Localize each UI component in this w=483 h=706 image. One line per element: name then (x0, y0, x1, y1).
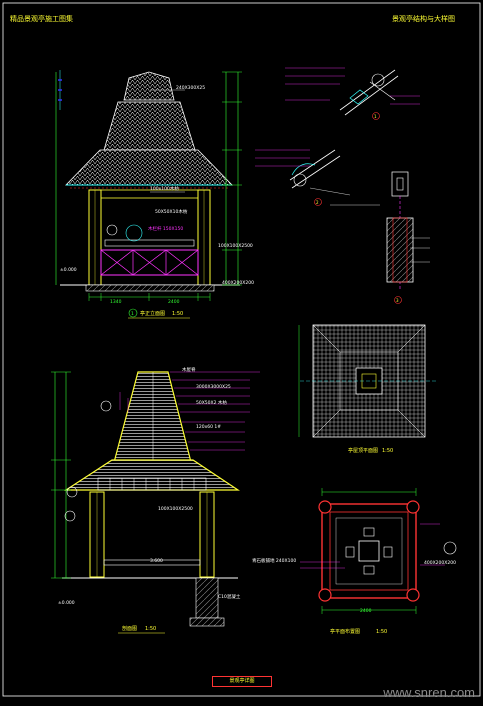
label-bench: 100X100X2500 (218, 243, 253, 249)
elevation-number: 1 (131, 311, 134, 317)
elevation-title: 亭正立面图 (140, 310, 165, 317)
label-pave: 青石板铺地 240X100 (252, 557, 296, 564)
label-ground: ±0.000 (60, 267, 77, 273)
label-footing-plan: 400X200X200 (424, 560, 456, 566)
dim-elev-1: 1340 (110, 299, 122, 305)
section-title: 剖面图 (122, 625, 137, 632)
section-scale: 1:50 (145, 626, 156, 632)
detail-3-number: 3 (396, 298, 399, 303)
label-roof-top: 3000X3000X25 (196, 384, 231, 390)
label-bench-sec: 100X100X2500 (158, 506, 193, 512)
title-block: 景观亭详图 (212, 676, 272, 687)
label-fascia: 50X50X2 木枋 (196, 399, 227, 406)
header-right-title: 景观亭结构与大样图 (392, 14, 455, 23)
roof-plan-scale: 1:50 (382, 448, 393, 454)
sheet-frame (2, 2, 481, 697)
label-planks: 50X50X10木枋 (155, 208, 188, 215)
label-rafter: 240X300X25 (176, 85, 205, 91)
label-railing: 木栏杆 150X150 (148, 225, 183, 232)
label-ground-sec: ±0.000 (58, 600, 75, 606)
label-pile: 3.600 (150, 558, 163, 564)
label-beam: 100x100木枋 (150, 185, 179, 192)
label-footing: 400X200X200 (222, 280, 254, 286)
roof-plan-title: 亭屋顶平面图 (348, 447, 378, 454)
roof-plan-view: 亭屋顶平面图 1:50 (298, 324, 438, 454)
floor-plan-view: 2400 青石板铺地 240X100 400X200X200 亭平面布置图 1:… (252, 488, 457, 635)
floor-plan-dim: 2400 (360, 608, 372, 614)
detail-views: 1 2 3 (255, 67, 430, 304)
dim-elev-2: 2400 (168, 299, 180, 305)
label-base: C10混凝土 (218, 593, 241, 600)
label-ridge: 木屋脊 (182, 366, 196, 373)
header-left-title: 精品景观亭施工图集 (10, 14, 73, 23)
label-col-bracket: 120x60 1# (196, 424, 221, 430)
detail-1-number: 1 (374, 114, 377, 119)
floor-plan-scale: 1:50 (376, 629, 387, 635)
floor-plan-title: 亭平面布置图 (330, 628, 360, 635)
elevation-view: 240X300X25 100x100木枋 50X50X10木枋 木栏杆 150X… (55, 70, 254, 319)
section-view: 木屋脊 3000X3000X25 50X50X2 木枋 120x60 1# 10… (51, 366, 260, 634)
detail-2-number: 2 (316, 200, 319, 205)
elevation-scale: 1:50 (172, 311, 183, 317)
watermark: www.snren.com (383, 685, 475, 700)
